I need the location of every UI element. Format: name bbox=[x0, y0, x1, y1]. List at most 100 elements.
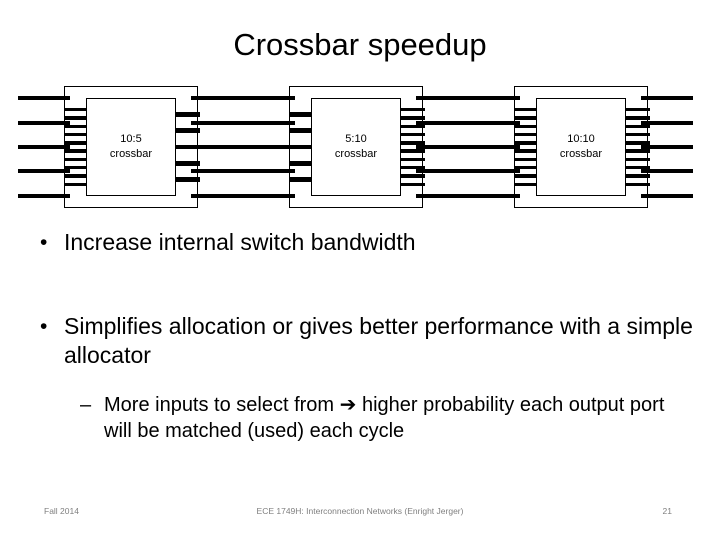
sub-bullet-item-1: More inputs to select from ➔ higher prob… bbox=[28, 392, 696, 444]
crossbar-block: 10:10 crossbar bbox=[536, 98, 626, 196]
internal-link bbox=[514, 108, 538, 112]
internal-link bbox=[399, 174, 425, 178]
external-port-line bbox=[468, 193, 520, 198]
external-port-line bbox=[641, 169, 693, 174]
external-input-ports bbox=[18, 86, 70, 208]
crossbar-type-label: crossbar bbox=[109, 148, 153, 160]
external-input-ports bbox=[468, 86, 520, 208]
external-port-line bbox=[18, 169, 70, 174]
internal-link bbox=[399, 165, 425, 170]
external-port-line bbox=[243, 120, 295, 125]
crossbar-ratio-label: 5:10 bbox=[345, 133, 367, 145]
external-port-line bbox=[18, 96, 70, 101]
external-port-line bbox=[191, 120, 243, 125]
internal-link bbox=[399, 108, 425, 112]
external-port-line bbox=[641, 144, 693, 149]
internal-link bbox=[64, 132, 88, 137]
external-port-line bbox=[641, 193, 693, 198]
internal-link bbox=[514, 132, 538, 137]
external-port-line bbox=[191, 144, 243, 149]
internal-link bbox=[399, 149, 425, 153]
internal-link bbox=[624, 132, 650, 137]
external-port-line bbox=[243, 96, 295, 101]
external-port-line bbox=[641, 120, 693, 125]
internal-link bbox=[289, 161, 313, 166]
external-port-line bbox=[18, 193, 70, 198]
internal-link bbox=[514, 116, 538, 120]
external-port-line bbox=[243, 144, 295, 149]
internal-link bbox=[399, 124, 425, 128]
internal-link bbox=[399, 141, 425, 145]
external-output-ports bbox=[416, 86, 468, 208]
internal-link bbox=[624, 165, 650, 170]
internal-link bbox=[174, 161, 200, 166]
external-input-ports bbox=[243, 86, 295, 208]
internal-link bbox=[514, 165, 538, 170]
internal-link bbox=[64, 124, 88, 128]
external-port-line bbox=[416, 96, 468, 101]
internal-link bbox=[624, 108, 650, 112]
internal-input-links bbox=[514, 108, 538, 186]
external-port-line bbox=[416, 193, 468, 198]
internal-link bbox=[174, 128, 200, 133]
external-port-line bbox=[191, 169, 243, 174]
internal-link bbox=[174, 177, 200, 182]
internal-link bbox=[624, 124, 650, 128]
internal-link bbox=[289, 144, 313, 150]
external-port-line bbox=[641, 96, 693, 101]
external-port-line bbox=[468, 169, 520, 174]
crossbar-block: 10:5 crossbar bbox=[86, 98, 176, 196]
internal-link bbox=[174, 144, 200, 150]
external-port-line bbox=[416, 169, 468, 174]
internal-output-links bbox=[174, 112, 200, 182]
footer-course: ECE 1749H: Interconnection Networks (Enr… bbox=[256, 506, 464, 516]
internal-link bbox=[64, 157, 88, 162]
internal-link bbox=[399, 157, 425, 162]
external-port-line bbox=[243, 193, 295, 198]
internal-link bbox=[624, 116, 650, 120]
internal-link bbox=[289, 112, 313, 117]
internal-link bbox=[64, 182, 88, 186]
external-output-ports bbox=[191, 86, 243, 208]
crossbar-diagram-row: 10:5 crossbar bbox=[0, 82, 720, 212]
internal-link bbox=[64, 149, 88, 153]
internal-link bbox=[514, 124, 538, 128]
external-port-line bbox=[468, 120, 520, 125]
external-output-ports bbox=[641, 86, 693, 208]
external-port-line bbox=[191, 96, 243, 101]
external-port-line bbox=[468, 96, 520, 101]
external-port-line bbox=[243, 169, 295, 174]
page-title: Crossbar speedup bbox=[233, 27, 487, 62]
internal-link bbox=[514, 141, 538, 145]
external-port-line bbox=[18, 144, 70, 149]
internal-link bbox=[514, 157, 538, 162]
crossbar-ratio-label: 10:10 bbox=[567, 133, 595, 145]
footer-term: Fall 2014 bbox=[44, 506, 79, 516]
external-port-line bbox=[18, 120, 70, 125]
external-port-line bbox=[191, 193, 243, 198]
router-diagram-10-10: 10:10 crossbar bbox=[468, 82, 693, 212]
bullet-item-2: Simplifies allocation or gives better pe… bbox=[28, 312, 696, 370]
internal-link bbox=[514, 182, 538, 186]
internal-link bbox=[64, 174, 88, 178]
internal-output-links bbox=[624, 108, 650, 186]
internal-link bbox=[514, 149, 538, 153]
internal-link bbox=[289, 177, 313, 182]
slide-body: Increase internal switch bandwidth Simpl… bbox=[28, 228, 696, 444]
internal-link bbox=[624, 174, 650, 178]
internal-link bbox=[64, 116, 88, 120]
internal-link bbox=[624, 149, 650, 153]
router-diagram-5-10: 5:10 crossbar bbox=[243, 82, 468, 212]
internal-link bbox=[64, 141, 88, 145]
internal-link bbox=[399, 182, 425, 186]
internal-link bbox=[624, 182, 650, 186]
router-diagram-10-5: 10:5 crossbar bbox=[18, 82, 243, 212]
internal-input-links bbox=[64, 108, 88, 186]
internal-link bbox=[64, 108, 88, 112]
crossbar-type-label: crossbar bbox=[334, 148, 378, 160]
internal-link bbox=[64, 165, 88, 170]
internal-link bbox=[624, 141, 650, 145]
internal-link bbox=[289, 128, 313, 133]
internal-link bbox=[624, 157, 650, 162]
